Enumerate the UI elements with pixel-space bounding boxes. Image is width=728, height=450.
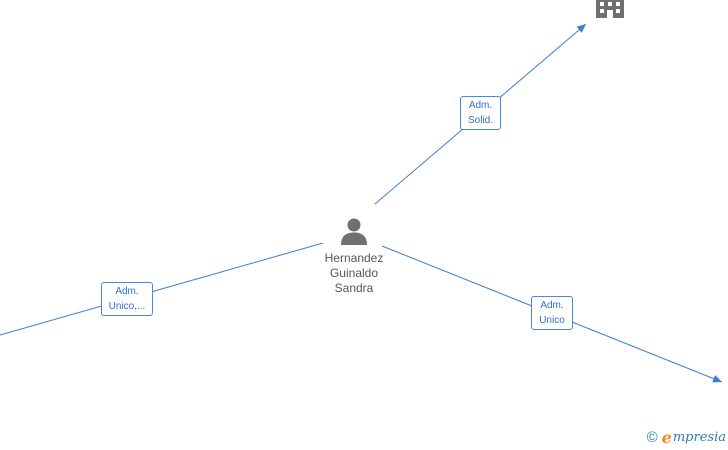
copyright-symbol: © xyxy=(646,428,658,446)
edge-label-line: Adm. xyxy=(540,300,564,311)
building-icon xyxy=(596,0,624,18)
brand-watermark: © e mpresia xyxy=(646,427,726,447)
edge-label-line: Unico,... xyxy=(108,301,146,312)
brand-logo-initial: e xyxy=(661,427,672,447)
edge-label-adm-unico-right[interactable]: Adm. Unico xyxy=(531,296,573,330)
person-name-line: Sandra xyxy=(334,281,374,295)
person-name: Hernandez Guinaldo Sandra xyxy=(314,251,394,296)
edge-label-adm-solid[interactable]: Adm. Solid. xyxy=(460,96,501,130)
person-name-line: Hernandez xyxy=(324,251,384,265)
edge-label-line: Solid. xyxy=(467,115,493,126)
brand-logo-text: mpresia xyxy=(672,429,726,445)
company-node[interactable] xyxy=(594,0,626,20)
edge-label-line: Adm. xyxy=(115,286,139,297)
edge-label-line: Unico xyxy=(539,315,565,326)
edge-line-unico-left xyxy=(0,242,324,336)
person-node[interactable]: Hernandez Guinaldo Sandra xyxy=(314,216,394,296)
person-icon xyxy=(341,218,367,245)
person-name-line: Guinaldo xyxy=(329,266,379,280)
edge-label-line: Adm. xyxy=(468,100,493,111)
edge-label-adm-unico-left[interactable]: Adm. Unico,... xyxy=(101,282,153,316)
